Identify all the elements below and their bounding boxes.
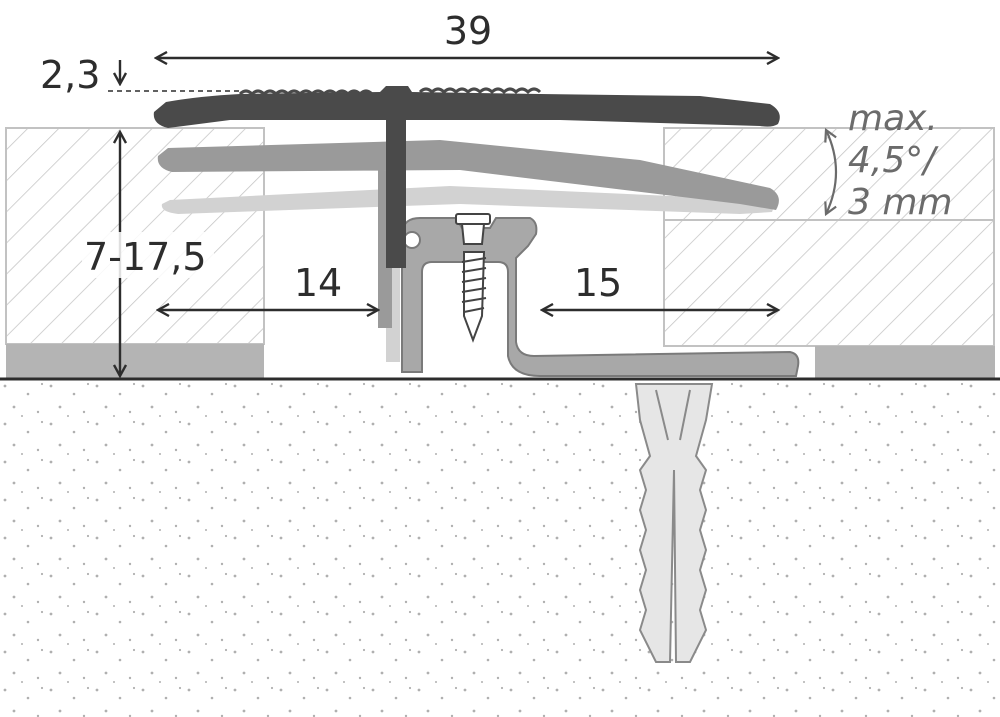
height-dimension-label: 7-17,5 — [84, 235, 207, 279]
thickness-label: 2,3 — [40, 53, 100, 97]
tilt-curved-arrow — [826, 130, 838, 214]
profile-ghost-mid — [157, 140, 779, 328]
profile-ghost-light — [161, 186, 773, 362]
wall-plug-dowel — [634, 383, 714, 663]
left-reach-label: 14 — [294, 261, 342, 305]
screw — [455, 213, 491, 343]
right-floor-covering — [663, 127, 995, 378]
right-underlay — [815, 346, 995, 378]
left-underlay — [6, 344, 264, 378]
top-profile — [153, 86, 780, 268]
tilt-label-line1: max. — [848, 98, 938, 139]
tilt-label-line3: 3 mm — [848, 182, 952, 223]
width-dimension-label: 39 — [444, 9, 492, 53]
right-reach-label: 15 — [574, 261, 622, 305]
tilt-label-line2: 4,5°/ — [848, 140, 939, 181]
base-profile — [401, 217, 800, 377]
concrete-subfloor — [0, 380, 1000, 717]
